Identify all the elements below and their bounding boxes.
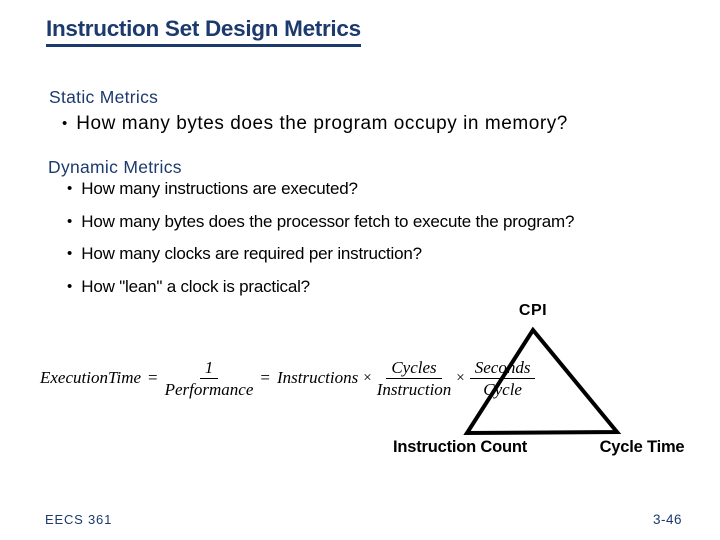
multiply-sign: × (363, 369, 372, 386)
fraction-cycles-per-instruction: Cycles Instruction (377, 358, 452, 399)
footer-page-number: 3-46 (653, 512, 683, 527)
bullet-icon: • (67, 245, 73, 262)
equals-sign: = (148, 368, 158, 387)
triangle-label-cpi: CPI (518, 302, 548, 319)
list-item: • How many bytes does the processor fetc… (67, 211, 574, 233)
fraction-numerator: Cycles (386, 358, 442, 379)
triangle-label-instruction-count: Instruction Count (392, 438, 528, 456)
bullet-icon: • (67, 180, 73, 197)
fraction-denominator: Performance (164, 379, 254, 399)
section-heading-dynamic: Dynamic Metrics (48, 157, 182, 177)
page-title: Instruction Set Design Metrics (46, 16, 361, 47)
list-item: • How many bytes does the program occupy… (62, 112, 568, 136)
bullet-icon: • (62, 115, 68, 132)
triangle-label-cycle-time: Cycle Time (599, 438, 685, 456)
cpi-triangle-diagram (463, 326, 622, 436)
bullet-text: How many clocks are required per instruc… (81, 244, 422, 263)
static-bullet-list: • How many bytes does the program occupy… (62, 112, 568, 136)
equals-sign: = (260, 368, 270, 387)
formula-instructions-term: Instructions (276, 368, 359, 387)
bullet-text: How many bytes does the processor fetch … (81, 211, 575, 231)
fraction-denominator: Instruction (376, 379, 452, 399)
list-item: • How many instructions are executed? (67, 178, 574, 200)
list-item: • How "lean" a clock is practical? (67, 276, 574, 298)
list-item: • How many clocks are required per instr… (67, 243, 574, 265)
bullet-icon: • (67, 212, 73, 230)
triangle-shape (463, 326, 622, 436)
fraction-performance: 1 Performance (165, 358, 254, 399)
section-heading-static: Static Metrics (49, 87, 159, 107)
formula-lhs: ExecutionTime (40, 368, 142, 387)
bullet-text: How many bytes does the program occupy i… (76, 113, 568, 134)
bullet-text: How "lean" a clock is practical? (81, 276, 310, 296)
fraction-numerator: 1 (199, 358, 219, 379)
dynamic-bullet-list: • How many instructions are executed? • … (67, 178, 574, 308)
bullet-icon: • (67, 277, 73, 295)
footer-course-label: EECS 361 (45, 512, 113, 527)
multiply-sign: × (456, 369, 465, 386)
bullet-text: How many instructions are executed? (81, 179, 358, 198)
